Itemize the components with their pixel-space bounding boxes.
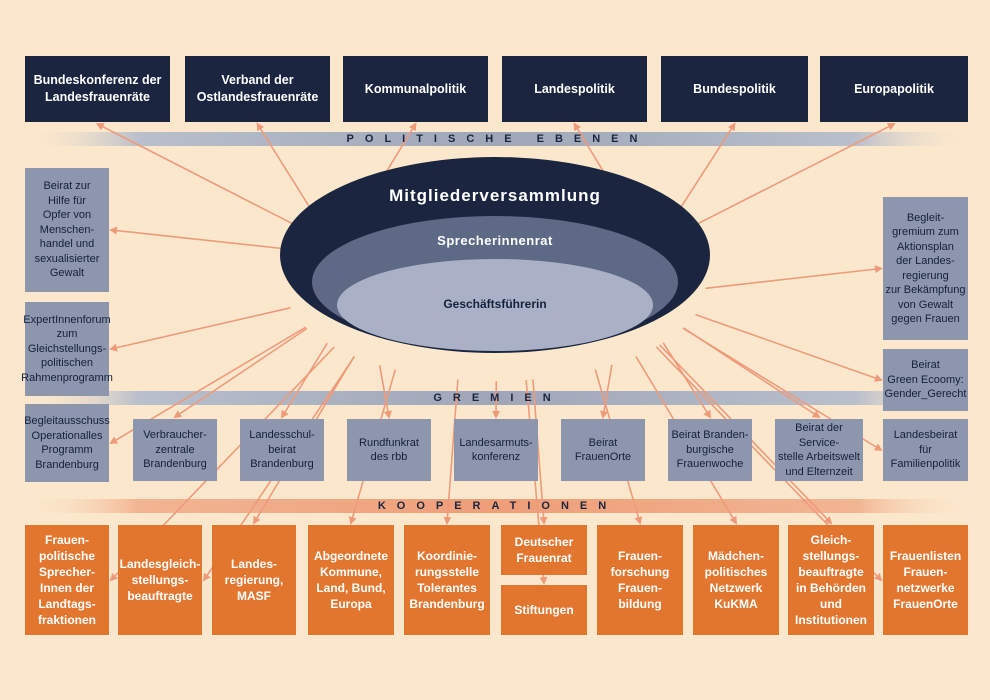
- connector-arrow: [662, 342, 712, 419]
- band-politische-ebenen-label: POLITISCHE EBENEN: [346, 133, 649, 145]
- politik-box-bundeskonferenz: Bundeskonferenz der Landesfrauenräte: [25, 56, 170, 122]
- gremium-landesarmutskonferenz: Landesarmuts- konferenz: [454, 419, 538, 481]
- politik-box-europapolitik: Europapolitik: [820, 56, 968, 122]
- band-kooperationen: KOOPERATIONEN: [25, 499, 970, 513]
- connector-arrow: [443, 379, 459, 525]
- band-gremien-label: GREMIEN: [433, 392, 562, 404]
- band-politische-ebenen: POLITISCHE EBENEN: [25, 132, 970, 146]
- connector-arrow: [705, 265, 883, 290]
- gremium-rundfunkrat: Rundfunkrat des rbb: [347, 419, 431, 481]
- connector-arrow: [378, 365, 392, 419]
- koop-landesregierung-masf: Landes- regierung, MASF: [212, 525, 296, 635]
- connector-arrow: [695, 313, 883, 382]
- ring-geschaeftsfuehrerin: [337, 259, 653, 351]
- band-politische-ebenen-bg: [25, 132, 970, 146]
- politik-box-bundespolitik: Bundespolitik: [661, 56, 808, 122]
- politik-box-verband-ost: Verband der Ostlandesfrauenräte: [185, 56, 330, 122]
- gremium-beirat-frauenorte: Beirat FrauenOrte: [561, 419, 645, 481]
- band-kooperationen-label: KOOPERATIONEN: [377, 500, 618, 512]
- gremium-expertinnenforum: ExpertInnenforum zum Gleichstellungs- po…: [21, 302, 113, 396]
- koop-maedchenpolitisches-netzwerk: Mädchen- politisches Netzwerk KuKMA: [693, 525, 779, 635]
- politik-box-kommunalpolitik: Kommunalpolitik: [343, 56, 488, 122]
- koop-abgeordnete: Abgeordnete Kommune, Land, Bund, Europa: [308, 525, 394, 635]
- label-sprecherinnenrat: Sprecherinnenrat: [437, 233, 553, 248]
- gremium-begleitgremium-aktionsplan: Begleit- gremium zum Aktionsplan der Lan…: [883, 197, 968, 340]
- connector-arrow: [683, 327, 821, 419]
- connector-arrow: [95, 123, 296, 226]
- gremium-begleitausschuss: Begleitausschuss Operationalles Programm…: [24, 404, 110, 482]
- connector-arrow: [694, 123, 896, 226]
- koop-stiftungen: Stiftungen: [501, 585, 587, 635]
- koop-frauenforschung: Frauen- forschung Frauen- bildung: [597, 525, 683, 635]
- koop-frauenpolitische-sprecherinnen: Frauen- politische Sprecher- Innen der L…: [25, 525, 109, 635]
- connector-arrow: [280, 342, 328, 419]
- connector-arrow: [109, 226, 285, 250]
- koop-koordinierungsstelle: Koordinie- rungsstelle Tolerantes Brande…: [404, 525, 490, 635]
- connector-arrow: [173, 327, 308, 419]
- connector-arrow: [109, 307, 291, 352]
- label-geschaeftsfuehrerin: Geschäftsführerin: [443, 297, 547, 311]
- gremium-verbraucherzentrale: Verbraucher- zentrale Brandenburg: [133, 419, 217, 481]
- connector-arrow: [573, 122, 605, 174]
- connector-arrow: [256, 122, 312, 210]
- band-gremien: GREMIEN: [25, 391, 970, 405]
- band-gremien-bg: [25, 391, 970, 405]
- connector-arrow: [532, 379, 548, 525]
- koop-deutscher-frauenrat: Deutscher Frauenrat: [501, 525, 587, 575]
- connector-arrow: [679, 122, 736, 210]
- gremium-beirat-servicestelle: Beirat der Service- stelle Arbeitswelt u…: [775, 419, 863, 481]
- label-mitgliederversammlung: Mitgliederversammlung: [389, 186, 601, 205]
- koop-gleichstellungsbeauftragte-behoerden: Gleich- stellungs- beauftragte in Behörd…: [788, 525, 874, 635]
- gremium-landesschulbeirat: Landesschul- beirat Brandenburg: [240, 419, 324, 481]
- koop-landesgleichstellungsbeauftragte: Landesgleich- stellungs- beauftragte: [118, 525, 202, 635]
- gremium-beirat-frauenwoche: Beirat Branden- burgische Frauenwoche: [668, 419, 752, 481]
- gremium-beirat-green-economy: Beirat Green Ecoomy: Gender_Gerecht: [883, 349, 968, 411]
- gremium-beirat-opferhilfe: Beirat zur Hilfe für Opfer von Menschen-…: [25, 168, 109, 292]
- connector-arrow: [385, 122, 417, 174]
- politik-box-landespolitik: Landespolitik: [502, 56, 647, 122]
- connector-arrow: [600, 364, 613, 419]
- gremium-landesbeirat-familienpolitik: Landesbeirat für Familienpolitik: [883, 419, 968, 481]
- koop-frauenlisten: Frauenlisten Frauen- netzwerke FrauenOrt…: [883, 525, 968, 635]
